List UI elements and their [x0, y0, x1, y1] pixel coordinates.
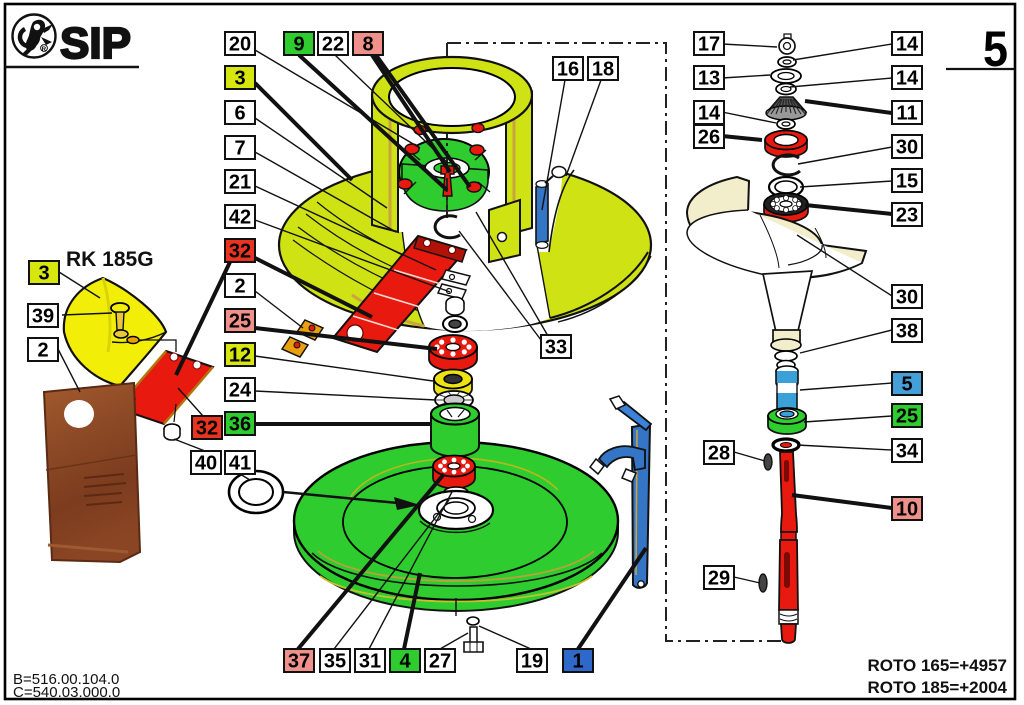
svg-text:14: 14	[698, 103, 721, 125]
svg-text:32: 32	[196, 418, 218, 440]
svg-text:34: 34	[896, 441, 919, 463]
svg-text:2: 2	[37, 340, 48, 362]
svg-text:14: 14	[896, 34, 919, 56]
svg-text:15: 15	[896, 171, 918, 193]
svg-text:RK 185G: RK 185G	[66, 248, 154, 271]
svg-text:9: 9	[293, 34, 304, 56]
svg-text:35: 35	[324, 651, 346, 673]
svg-text:21: 21	[229, 172, 251, 194]
svg-text:31: 31	[359, 651, 381, 673]
svg-text:36: 36	[229, 414, 251, 436]
svg-text:1: 1	[572, 651, 583, 673]
svg-text:28: 28	[708, 443, 730, 465]
svg-text:13: 13	[698, 68, 720, 90]
svg-text:16: 16	[557, 59, 579, 81]
svg-text:37: 37	[288, 651, 310, 673]
svg-text:25: 25	[896, 406, 918, 428]
svg-text:18: 18	[592, 59, 614, 81]
svg-text:14: 14	[896, 68, 919, 90]
svg-text:39: 39	[32, 306, 54, 328]
svg-text:ROTO 185=+2004: ROTO 185=+2004	[867, 678, 1007, 697]
svg-text:8: 8	[362, 34, 373, 56]
svg-text:B=516.00.104.0: B=516.00.104.0	[13, 671, 119, 688]
svg-text:38: 38	[896, 321, 918, 343]
svg-text:ROTO 165=+4957: ROTO 165=+4957	[867, 656, 1007, 675]
svg-text:4: 4	[399, 651, 411, 673]
svg-text:C=540.03.000.0: C=540.03.000.0	[13, 684, 120, 701]
svg-text:23: 23	[896, 205, 918, 227]
svg-text:2: 2	[234, 276, 245, 298]
svg-text:30: 30	[896, 287, 918, 309]
svg-text:33: 33	[545, 337, 567, 359]
svg-text:24: 24	[229, 380, 252, 402]
svg-text:5: 5	[983, 21, 1008, 77]
svg-text:10: 10	[896, 499, 918, 521]
svg-text:22: 22	[322, 34, 344, 56]
svg-text:27: 27	[429, 651, 451, 673]
svg-text:6: 6	[234, 103, 245, 125]
svg-text:19: 19	[521, 651, 543, 673]
svg-text:40: 40	[195, 453, 217, 475]
svg-text:41: 41	[229, 453, 251, 475]
svg-text:3: 3	[234, 68, 245, 90]
svg-text:20: 20	[229, 34, 251, 56]
svg-text:25: 25	[229, 311, 251, 333]
svg-text:17: 17	[698, 34, 720, 56]
svg-text:3: 3	[38, 263, 49, 285]
svg-text:5: 5	[901, 374, 912, 396]
svg-text:12: 12	[229, 345, 251, 367]
svg-text:29: 29	[708, 568, 730, 590]
svg-text:32: 32	[229, 241, 251, 263]
svg-text:42: 42	[229, 207, 251, 229]
svg-text:30: 30	[896, 137, 918, 159]
svg-text:26: 26	[698, 127, 720, 149]
svg-text:7: 7	[234, 138, 245, 160]
svg-text:SIP: SIP	[60, 19, 131, 68]
svg-text:R: R	[42, 47, 47, 53]
svg-text:11: 11	[896, 103, 917, 125]
